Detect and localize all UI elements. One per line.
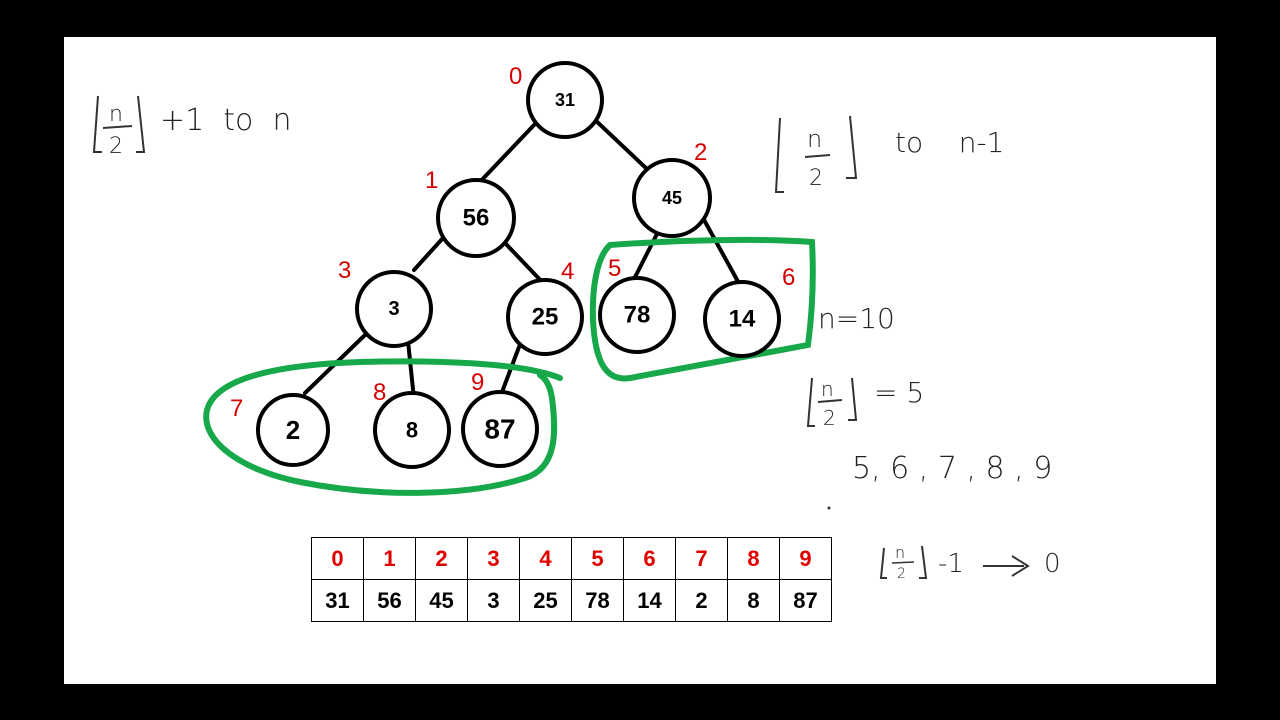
tree-node-circle (256, 393, 330, 467)
n-equals-label: n=10 (818, 302, 895, 335)
tree-node-index: 6 (782, 264, 795, 291)
tree-edges (303, 116, 743, 402)
array-value-cell: 2 (675, 579, 728, 622)
array-index-cell: 4 (519, 537, 572, 580)
edge-0-2 (591, 116, 650, 172)
annotation-text: -1 (938, 549, 964, 579)
fraction-denominator: 2 (897, 566, 906, 582)
tree-node-circle (506, 278, 584, 356)
floor-bracket-left (774, 117, 784, 193)
array-index-cell: 6 (623, 537, 676, 580)
tree-node-circle (703, 280, 781, 358)
tree-node-value: 2 (286, 415, 300, 445)
tree-node-value: 78 (624, 302, 651, 329)
tree-node-circle (355, 270, 433, 348)
edge-0-1 (474, 122, 537, 188)
tree-node-circle (461, 390, 539, 468)
heap-array-table: 0 1 2 3 4 5 6 7 8 9 31 56 45 3 25 78 14 … (311, 537, 832, 622)
tree-node-circle (436, 178, 516, 258)
tree-node-index: 1 (425, 167, 438, 194)
floor-bracket-right (136, 95, 146, 153)
array-value-cell: 25 (519, 579, 572, 622)
tree-node-value: 8 (406, 418, 418, 443)
tree-node-index: 2 (694, 139, 707, 166)
tree-node-circle (373, 391, 451, 469)
fraction-bar (804, 154, 831, 158)
annotation-end: 0 (1044, 549, 1061, 579)
fraction-bar (817, 399, 843, 403)
array-value-cell: 8 (727, 579, 780, 622)
array-value-row: 31 56 45 3 25 78 14 2 8 87 (311, 579, 832, 622)
tree-node-index: 4 (561, 258, 574, 285)
floor-bracket-left (879, 547, 887, 579)
fraction-denominator: 2 (109, 134, 123, 159)
annotation-text: to n-1 (895, 126, 1004, 159)
tree-node-value: 56 (463, 205, 490, 232)
floor-bracket-right (919, 545, 928, 579)
tree-node-value: 14 (729, 306, 756, 333)
array-value-cell: 87 (779, 579, 832, 622)
fraction-bar (102, 125, 133, 129)
tree-node-index: 5 (608, 255, 621, 282)
leaf-group-highlight-left (203, 358, 563, 496)
array-index-cell: 2 (415, 537, 468, 580)
tree-node-value: 31 (555, 90, 575, 110)
array-index-row: 0 1 2 3 4 5 6 7 8 9 (311, 537, 832, 580)
array-value-cell: 3 (467, 579, 520, 622)
array-index-cell: 3 (467, 537, 520, 580)
tree-node-index: 0 (509, 63, 522, 90)
array-value-cell: 45 (415, 579, 468, 622)
array-value-cell: 14 (623, 579, 676, 622)
tree-node-circle (598, 276, 676, 354)
edge-2-5 (629, 226, 662, 287)
pen-dot (827, 506, 831, 510)
fraction-numerator: n (821, 377, 834, 401)
tree-node-value: 25 (532, 304, 559, 331)
fraction-numerator: n (807, 125, 822, 153)
annotation-floor-eq: n 2 = 5 (806, 376, 924, 430)
tree-node-index: 7 (230, 395, 243, 422)
array-index-cell: 1 (363, 537, 416, 580)
tree-node-index: 3 (338, 257, 351, 284)
array-index-cell: 0 (311, 537, 364, 580)
annotation-top-left: n 2 +1 to n (92, 95, 292, 159)
floor-bracket-left (806, 377, 815, 427)
tree-node-value: 87 (484, 414, 515, 445)
fraction-denominator: 2 (823, 406, 836, 430)
annotation-text: = 5 (874, 376, 924, 409)
tree-node-value: 45 (662, 188, 682, 208)
arrow-head-icon (1011, 555, 1030, 577)
annotation-top-right: n 2 to n-1 (774, 115, 1004, 193)
fraction-numerator: n (895, 543, 905, 562)
array-index-cell: 5 (571, 537, 624, 580)
tree-node-value: 3 (388, 298, 399, 320)
floor-bracket-right (846, 115, 858, 179)
leaf-indices-list: 5, 6 , 7 , 8 , 9 (852, 451, 1052, 486)
array-index-cell: 9 (779, 537, 832, 580)
fraction-bar (891, 561, 915, 564)
floor-bracket-right (848, 377, 858, 421)
annotation-text: +1 to n (160, 103, 292, 138)
tree-node-index: 9 (471, 369, 484, 396)
array-value-cell: 78 (571, 579, 624, 622)
array-index-cell: 7 (675, 537, 728, 580)
fraction-denominator: 2 (809, 166, 823, 191)
tree-node-circle (526, 61, 604, 139)
edge-1-3 (412, 236, 445, 272)
array-value-cell: 56 (363, 579, 416, 622)
edge-3-8 (406, 339, 416, 401)
fraction-numerator: n (109, 102, 123, 127)
tree-node-circle (632, 158, 712, 238)
floor-bracket-left (92, 95, 102, 153)
array-index-cell: 8 (727, 537, 780, 580)
annotation-bottom: n 2 -1 0 (879, 543, 1061, 582)
edge-2-6 (701, 216, 743, 289)
array-value-cell: 31 (311, 579, 364, 622)
tree-node-index: 8 (373, 379, 386, 406)
leaf-group-highlight-right (589, 236, 816, 382)
